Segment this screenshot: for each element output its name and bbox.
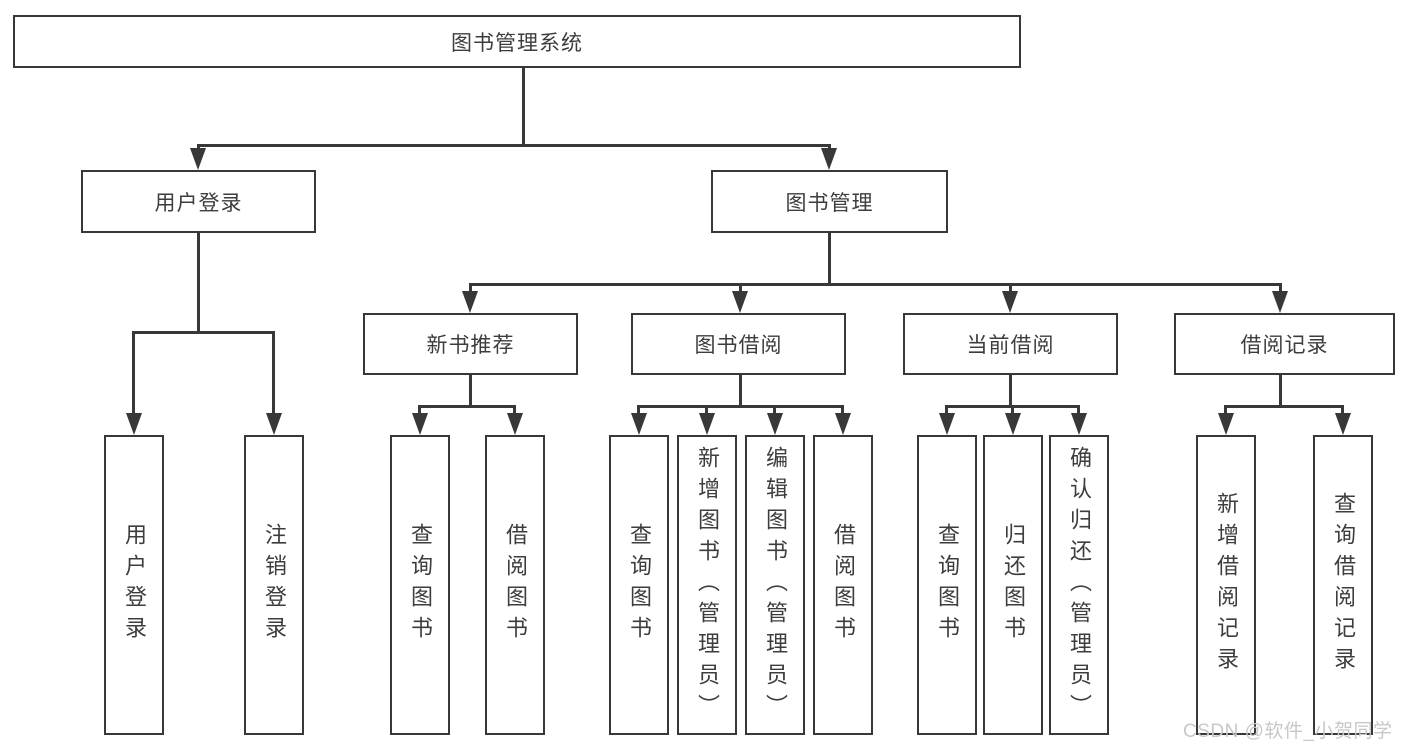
connector-line [418, 405, 516, 408]
connector-line [1009, 375, 1012, 408]
node-new-book-recommend: 新书推荐 [363, 313, 578, 375]
connector-line [1224, 405, 1344, 408]
arrowhead-down-icon [1005, 413, 1021, 435]
leaf-query-borrow-record: 查询借阅记录 [1313, 435, 1373, 735]
connector-line [637, 405, 640, 415]
connector-line [469, 375, 472, 408]
arrowhead-down-icon [1218, 413, 1234, 435]
node-label: 借阅图书 [503, 523, 528, 647]
leaf-add-borrow-record: 新增借阅记录 [1196, 435, 1256, 735]
arrowhead-down-icon [266, 413, 282, 435]
leaf-edit-book-admin: 编辑图书（管理员） [745, 435, 805, 735]
connector-line [197, 233, 200, 333]
connector-line [739, 375, 742, 408]
node-label: 注销登录 [262, 523, 287, 647]
node-label: 新增借阅记录 [1214, 492, 1239, 678]
connector-line [637, 405, 844, 408]
leaf-query-book-recommend: 查询图书 [390, 435, 450, 735]
leaf-query-book-current: 查询图书 [917, 435, 977, 735]
node-label: 查询图书 [627, 523, 652, 647]
node-label: 查询图书 [935, 523, 960, 647]
connector-line [197, 144, 831, 147]
node-label: 图书借阅 [694, 334, 783, 357]
node-label: 新书推荐 [426, 334, 515, 357]
arrowhead-down-icon [1002, 291, 1018, 313]
arrowhead-down-icon [1335, 413, 1351, 435]
arrowhead-down-icon [462, 291, 478, 313]
arrowhead-down-icon [190, 148, 206, 170]
connector-line [418, 405, 421, 415]
node-label: 图书管理系统 [451, 31, 583, 55]
node-book-management: 图书管理 [711, 170, 948, 233]
connector-line [705, 405, 708, 415]
leaf-return-book: 归还图书 [983, 435, 1043, 735]
node-current-borrowing: 当前借阅 [903, 313, 1118, 375]
connector-line [841, 405, 844, 415]
arrowhead-down-icon [767, 413, 783, 435]
node-label: 新增图书（管理员） [695, 445, 720, 725]
leaf-user-login: 用户登录 [104, 435, 164, 735]
arrowhead-down-icon [699, 413, 715, 435]
connector-line [522, 68, 525, 145]
connector-line [1011, 405, 1014, 415]
connector-line [197, 144, 200, 151]
node-label: 查询借阅记录 [1331, 492, 1356, 678]
connector-line [469, 283, 472, 292]
connector-line [1279, 375, 1282, 408]
arrowhead-down-icon [631, 413, 647, 435]
node-label: 编辑图书（管理员） [763, 445, 788, 725]
node-label: 图书管理 [785, 191, 874, 215]
connector-line [1009, 283, 1012, 292]
node-borrowing-records: 借阅记录 [1174, 313, 1395, 375]
arrowhead-down-icon [126, 413, 142, 435]
connector-line [513, 405, 516, 415]
connector-line [469, 283, 1282, 286]
node-label: 查询图书 [408, 523, 433, 647]
node-label: 用户登录 [122, 523, 147, 647]
connector-line [739, 283, 742, 292]
arrowhead-down-icon [412, 413, 428, 435]
node-library-management-system: 图书管理系统 [13, 15, 1021, 68]
arrowhead-down-icon [821, 148, 837, 170]
connector-line [773, 405, 776, 415]
arrowhead-down-icon [1272, 291, 1288, 313]
leaf-logout: 注销登录 [244, 435, 304, 735]
arrowhead-down-icon [732, 291, 748, 313]
connector-line [945, 405, 948, 415]
arrowhead-down-icon [1071, 413, 1087, 435]
node-label: 用户登录 [154, 191, 243, 215]
node-book-borrowing: 图书借阅 [631, 313, 846, 375]
arrowhead-down-icon [507, 413, 523, 435]
leaf-confirm-return-admin: 确认归还（管理员） [1049, 435, 1109, 735]
connector-line [132, 331, 135, 415]
node-label: 当前借阅 [966, 334, 1055, 357]
connector-line [1224, 405, 1227, 415]
connector-line [1341, 405, 1344, 415]
connector-line [272, 331, 275, 415]
leaf-query-book-borrowing: 查询图书 [609, 435, 669, 735]
node-label: 借阅图书 [831, 523, 856, 647]
arrowhead-down-icon [939, 413, 955, 435]
connector-line [828, 144, 831, 151]
connector-line [1077, 405, 1080, 415]
leaf-borrow-book-recommend: 借阅图书 [485, 435, 545, 735]
leaf-add-book-admin: 新增图书（管理员） [677, 435, 737, 735]
node-label: 确认归还（管理员） [1067, 445, 1092, 725]
node-user-login: 用户登录 [81, 170, 316, 233]
leaf-borrow-book: 借阅图书 [813, 435, 873, 735]
connector-line [828, 233, 831, 285]
node-label: 归还图书 [1001, 523, 1026, 647]
arrowhead-down-icon [835, 413, 851, 435]
connector-line [132, 331, 275, 334]
watermark: CSDN @软件_小贺同学 [1183, 721, 1393, 742]
node-label: 借阅记录 [1240, 334, 1329, 357]
connector-line [1279, 283, 1282, 292]
